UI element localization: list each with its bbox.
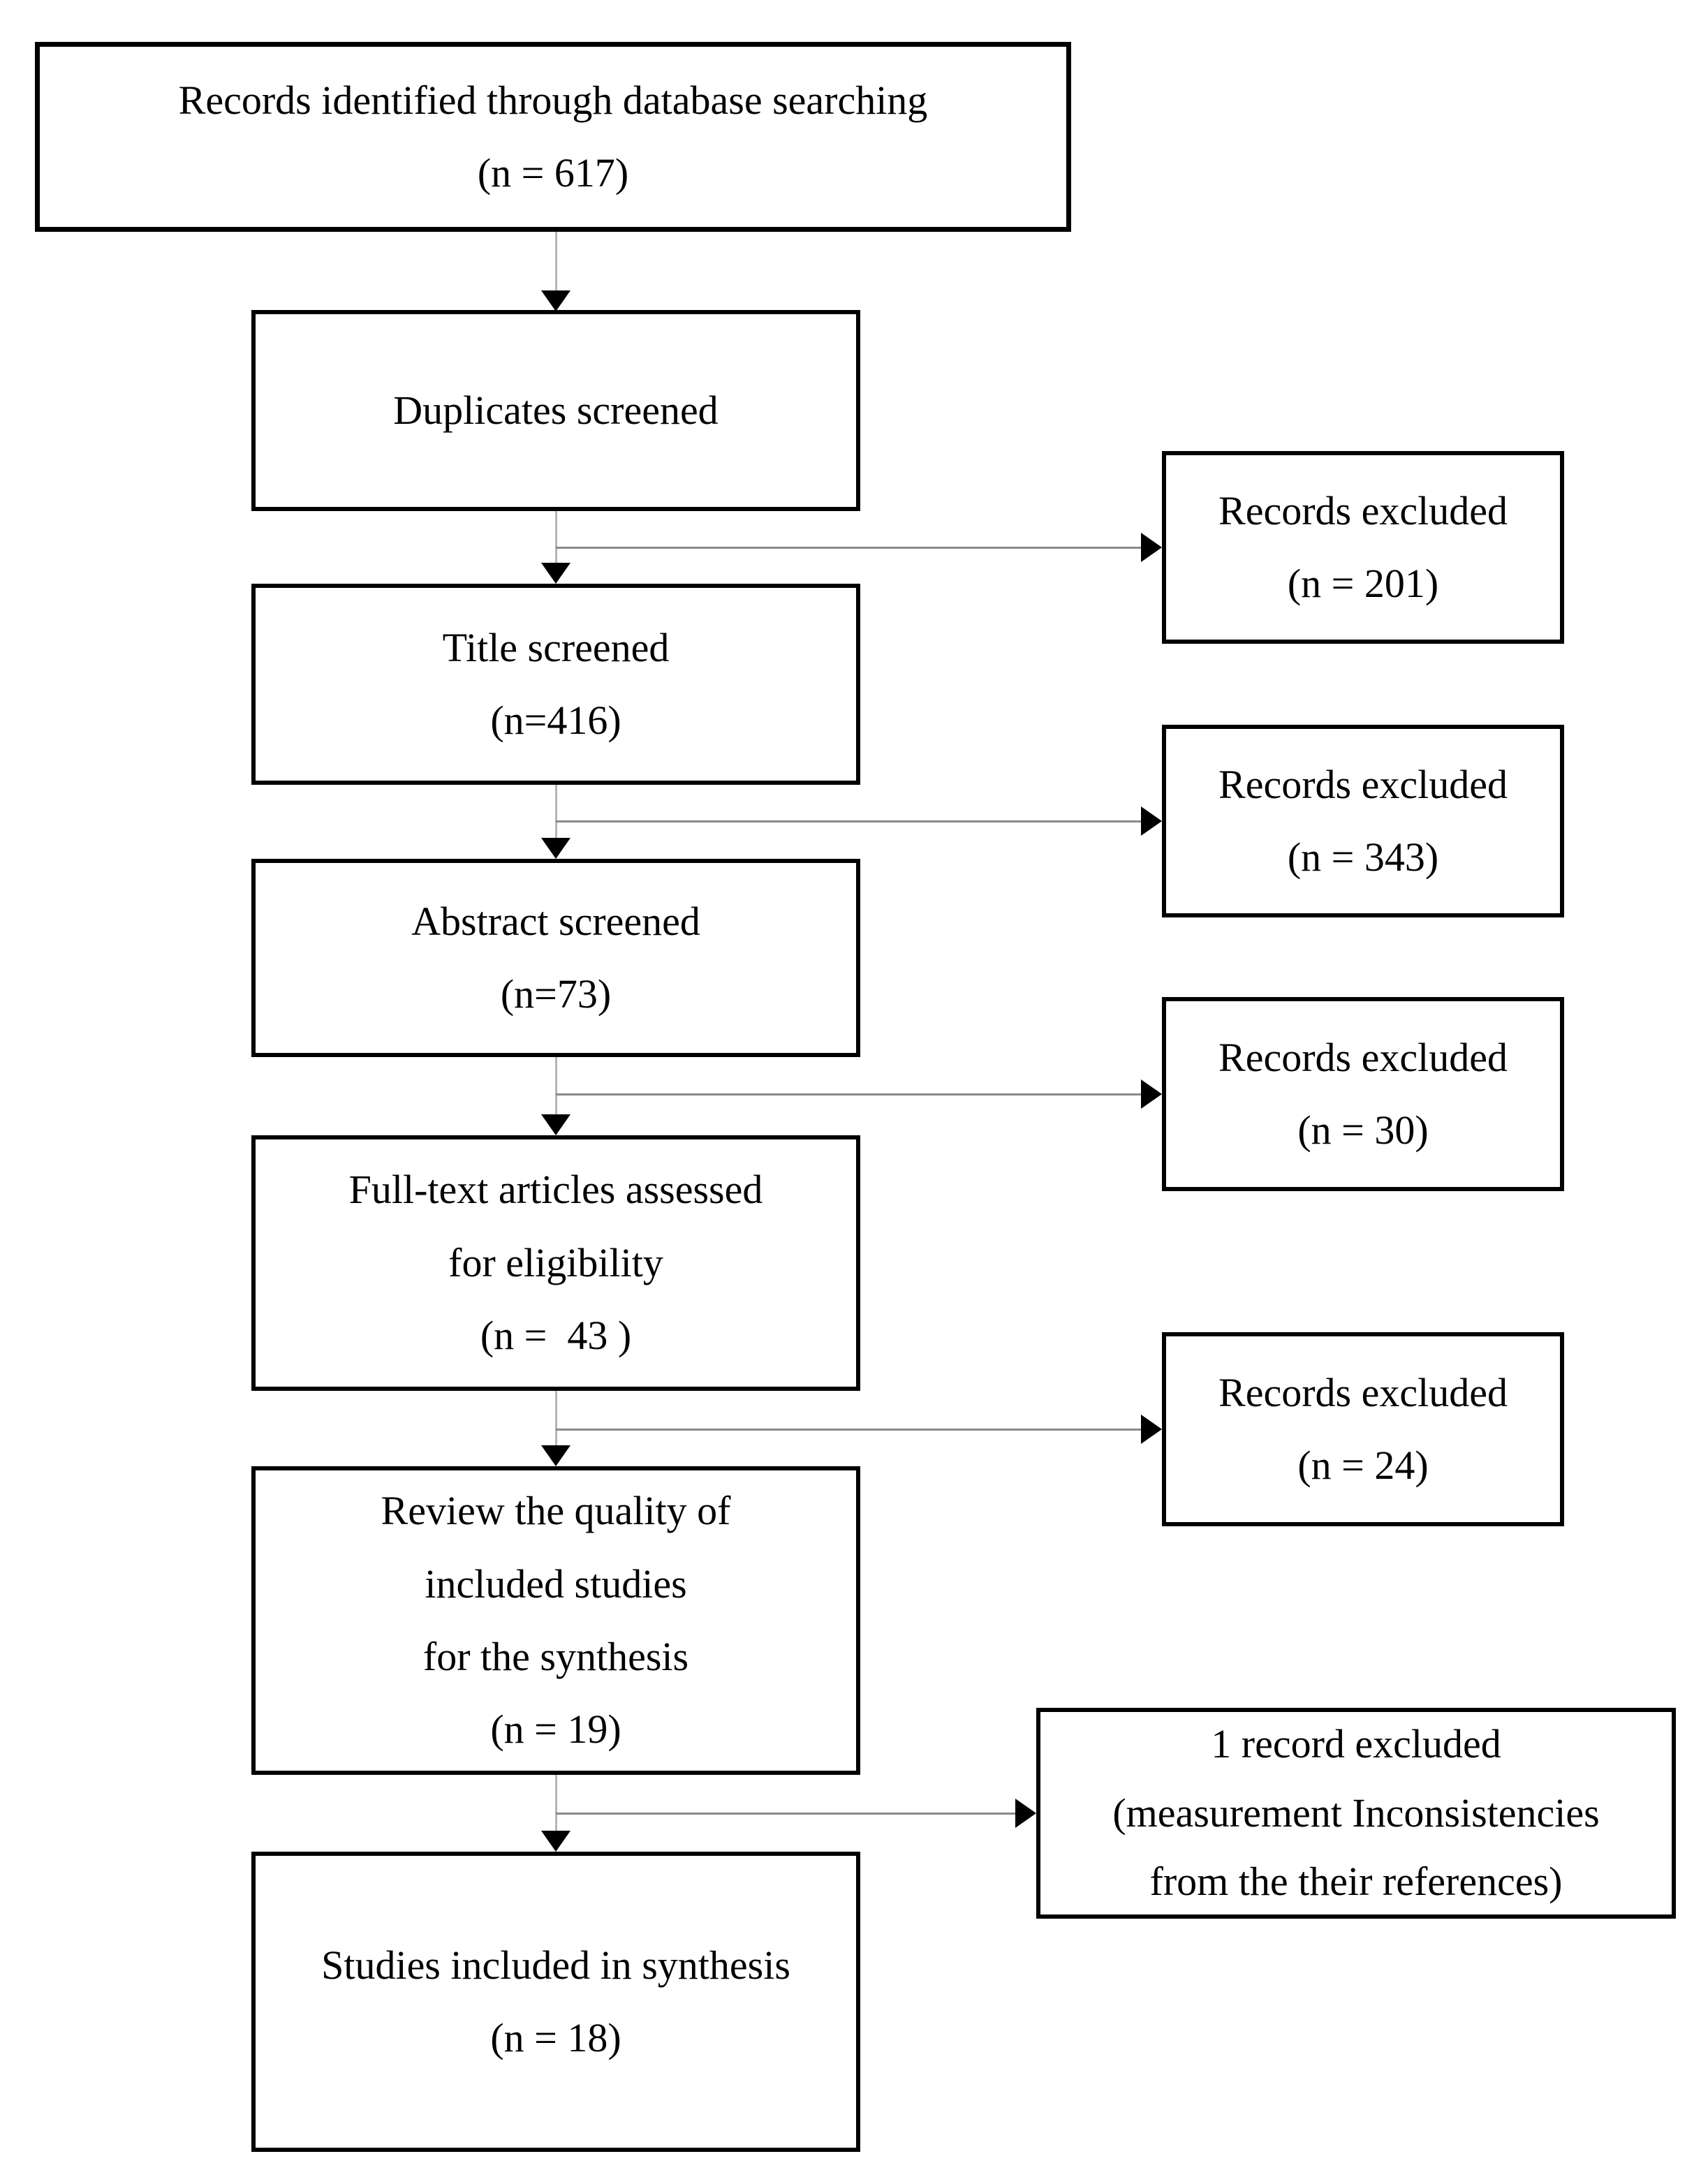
arrowhead-down-icon <box>541 1831 570 1852</box>
box-label: Records identified through database sear… <box>178 77 928 123</box>
box-abstract-screened: Abstract screened (n=73) <box>251 859 860 1057</box>
box-studies-included: Studies included in synthesis (n = 18) <box>251 1852 860 2152</box>
box-excluded-quality: 1 record excluded (measurement Inconsist… <box>1036 1708 1676 1919</box>
arrowhead-right-icon <box>1141 1079 1162 1109</box>
box-count: (n = 24) <box>1297 1443 1429 1488</box>
box-title-screened: Title screened (n=416) <box>251 584 860 785</box>
box-fulltext-assessed: Full-text articles assessed for eligibil… <box>251 1135 860 1391</box>
arrowhead-right-icon <box>1141 806 1162 836</box>
arrowhead-right-icon <box>1015 1799 1036 1828</box>
box-review-quality: Review the quality of included studies f… <box>251 1466 860 1775</box>
arrowhead-right-icon <box>1141 533 1162 562</box>
branch-line-excluded-fulltext <box>556 1429 1142 1431</box>
box-label: Full-text articles assessed <box>348 1167 763 1213</box>
box-label: Abstract screened <box>411 898 700 944</box>
box-label: Title screened <box>442 624 670 670</box>
connector-line-duplicates-title <box>555 511 557 564</box>
box-label: Review the quality of <box>381 1488 731 1534</box>
box-count: (n = 201) <box>1287 561 1439 606</box>
box-duplicates-screened: Duplicates screened <box>251 310 860 511</box>
box-label: (measurement Inconsistencies <box>1112 1790 1600 1836</box>
box-label: for the synthesis <box>422 1634 689 1679</box>
box-count: (n = 19) <box>490 1706 621 1753</box>
box-excluded-title: Records excluded (n = 343) <box>1162 725 1564 917</box>
box-label: included studies <box>425 1560 687 1607</box>
box-count: (n=416) <box>490 698 621 743</box>
branch-line-excluded-quality <box>556 1813 1015 1815</box>
arrowhead-right-icon <box>1141 1415 1162 1444</box>
box-label: Records excluded <box>1218 487 1508 533</box>
connector-line-fulltext-quality <box>555 1391 557 1447</box>
box-count: (n = 18) <box>490 2015 621 2060</box>
box-count: (n = 43 ) <box>480 1313 632 1359</box>
box-excluded-duplicates: Records excluded (n = 201) <box>1162 451 1564 644</box>
box-label: 1 record excluded <box>1211 1721 1501 1767</box>
connector-line-quality-included <box>555 1775 557 1832</box>
box-label: Studies included in synthesis <box>321 1942 790 1988</box>
branch-line-excluded-title <box>556 820 1142 822</box>
box-count: (n = 343) <box>1287 834 1439 880</box>
box-records-identified: Records identified through database sear… <box>35 42 1071 232</box>
connector-line-title-abstract <box>555 785 557 839</box>
arrowhead-down-icon <box>541 1114 570 1135</box>
box-count: (n=73) <box>500 971 612 1017</box>
connector-line-identified-duplicates <box>555 232 557 293</box>
arrowhead-down-icon <box>541 1445 570 1466</box>
arrowhead-down-icon <box>541 290 570 311</box>
box-label: from the their references) <box>1149 1859 1563 1905</box>
box-label: Duplicates screened <box>393 387 719 433</box>
box-excluded-fulltext: Records excluded (n = 24) <box>1162 1332 1564 1526</box>
arrowhead-down-icon <box>541 838 570 859</box>
box-excluded-abstract: Records excluded (n = 30) <box>1162 997 1564 1191</box>
box-label: for eligibility <box>448 1239 663 1285</box>
branch-line-excluded-abstract <box>556 1093 1142 1095</box>
box-label: Records excluded <box>1218 1369 1508 1415</box>
box-label: Records excluded <box>1218 761 1508 807</box>
connector-line-abstract-fulltext <box>555 1057 557 1116</box>
branch-line-excluded-duplicates <box>556 547 1142 549</box>
arrowhead-down-icon <box>541 563 570 584</box>
box-label: Records excluded <box>1218 1034 1508 1080</box>
box-count: (n = 617) <box>477 150 629 195</box>
box-count: (n = 30) <box>1297 1107 1429 1153</box>
